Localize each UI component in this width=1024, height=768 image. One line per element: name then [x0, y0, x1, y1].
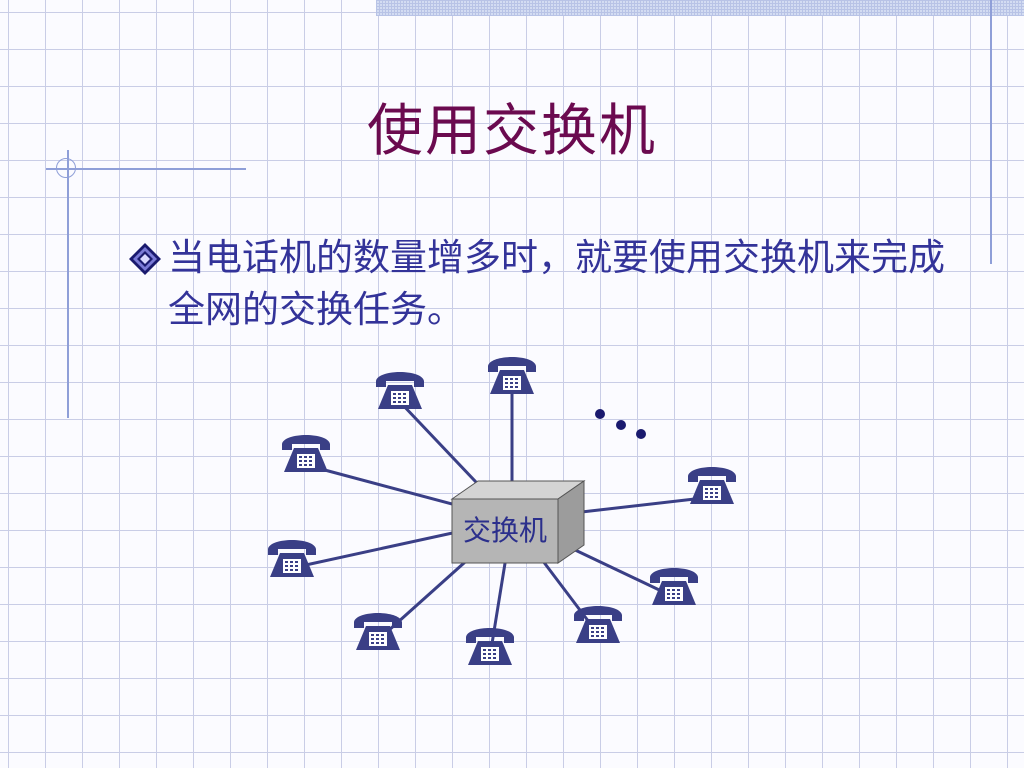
- indicator-dot: [616, 420, 626, 430]
- telephone-icon: [488, 357, 536, 394]
- telephone-icon: [466, 628, 514, 665]
- telephone-icon: [688, 467, 736, 504]
- telephone-icon: [282, 435, 330, 472]
- decoration-line: [67, 150, 69, 418]
- bullet-text: 当电话机的数量增多时，就要使用交换机来完成全网的交换任务。: [168, 236, 945, 331]
- more-indicator-dots: [595, 409, 646, 439]
- telephone-icon: [268, 540, 316, 577]
- diamond-bullet-icon: [129, 243, 161, 275]
- decoration-line: [990, 0, 992, 264]
- switch-label: 交换机: [463, 514, 547, 547]
- decoration-line: [46, 168, 246, 170]
- telephone-icon: [376, 372, 424, 409]
- telephone-icon: [650, 568, 698, 605]
- telephone-icon: [354, 613, 402, 650]
- indicator-dot: [636, 429, 646, 439]
- top-decoration-band: [376, 0, 1024, 16]
- page-title: 使用交换机: [367, 99, 657, 164]
- decoration-circle: [56, 158, 76, 178]
- telephone-icon: [574, 606, 622, 643]
- indicator-dot: [595, 409, 605, 419]
- switch-box: 交换机: [450, 480, 586, 564]
